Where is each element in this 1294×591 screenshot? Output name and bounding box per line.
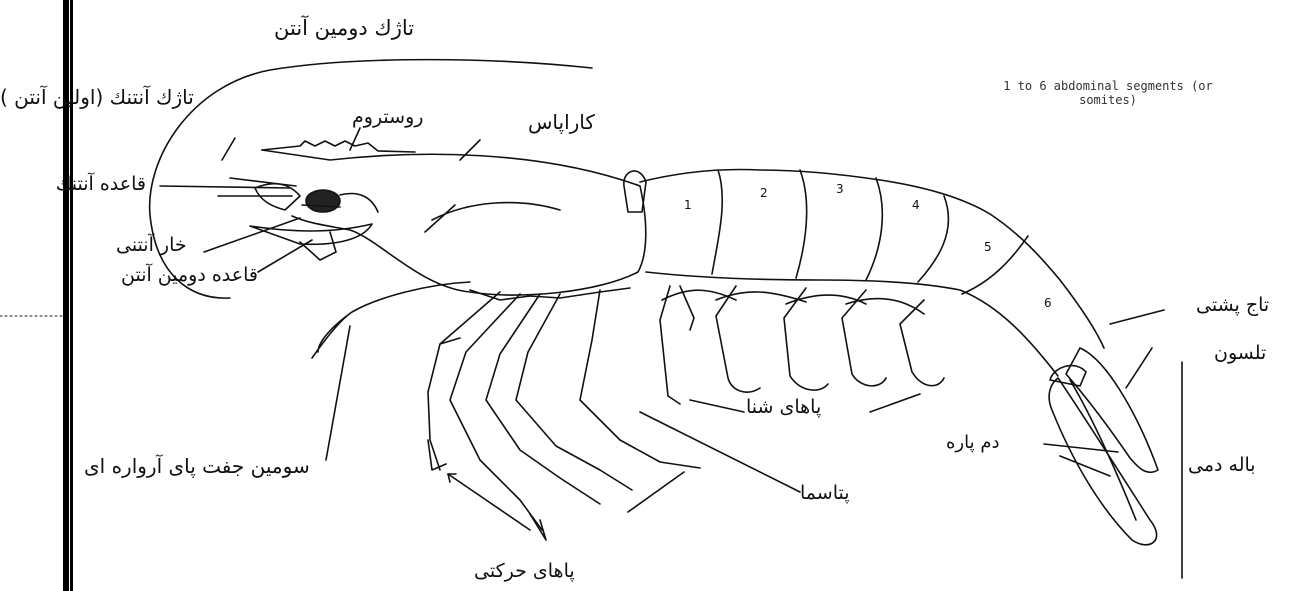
label-swimming-legs: پاهای شنا xyxy=(746,398,821,417)
segment-boundary-4 xyxy=(918,196,948,282)
pleopod-2 xyxy=(716,286,760,392)
label-third-maxilliped: سومین جفت پای آرواره ای xyxy=(84,456,310,476)
pleopod-3 xyxy=(784,288,828,390)
leader-uropod xyxy=(1044,444,1118,452)
second-antenna-base xyxy=(300,232,336,260)
label-antennule-flagellum: تاژك آنتنك (اولین آنتن ) xyxy=(0,87,284,107)
third-maxilliped xyxy=(312,282,470,358)
segment-boundary-1 xyxy=(712,170,722,274)
label-second-antenna-flagellum: تاژك دومین آنتن xyxy=(274,18,414,39)
junction-knob xyxy=(624,171,646,212)
segment-number-5: 5 xyxy=(984,240,992,254)
label-rostrum: روستروم xyxy=(352,108,423,127)
walking-leg-2 xyxy=(450,294,542,530)
carapace xyxy=(262,150,646,295)
leader-antennule-base xyxy=(160,186,290,188)
leader-dorsal-carina xyxy=(1110,310,1164,324)
label-dorsal-carina: تاج پشتی xyxy=(1196,296,1269,315)
label-carapace: كاراپاس xyxy=(528,112,595,132)
rostrum xyxy=(262,141,415,152)
label-walking-legs: پاهای حركتی xyxy=(474,562,575,581)
leader-telson xyxy=(1126,348,1152,388)
leader-antennal-spine xyxy=(204,218,300,252)
label-uropod: دم پاره xyxy=(946,434,1000,452)
segment-number-2: 2 xyxy=(760,186,768,200)
label-antennal-spine: خار آنتنی xyxy=(116,236,187,255)
segment-number-6: 6 xyxy=(1044,296,1052,310)
abdomen-ventral-outline xyxy=(646,272,1058,376)
pleopod-1 xyxy=(660,286,694,404)
carapace-groove xyxy=(425,203,560,232)
compound-eye xyxy=(306,190,340,212)
walking-leg-4 xyxy=(516,294,632,490)
label-antennule-base: قاعده آنتنك xyxy=(0,175,146,194)
leader-swimming-legs-a xyxy=(690,400,744,412)
label-telson: تلسون xyxy=(1214,344,1266,363)
leader-petasma xyxy=(640,412,800,492)
segment-boundary-5 xyxy=(962,236,1028,294)
segment-boundary-3 xyxy=(866,178,882,280)
leader-antennule-flagellum xyxy=(222,138,235,160)
pleopod-4 xyxy=(842,290,886,386)
walking-leg-5 xyxy=(580,290,700,468)
label-second-antenna-base: قاعده دومین آنتن xyxy=(0,266,258,285)
label-petasma: پتاسما xyxy=(800,484,850,503)
abdomen-dorsal-outline xyxy=(640,170,1104,349)
leader-third-maxilliped xyxy=(326,326,350,460)
leader-second-antenna-base xyxy=(258,240,312,272)
uropod-outer xyxy=(1049,378,1156,545)
leader-walking-legs-a xyxy=(448,474,530,530)
leader-walking-legs-b xyxy=(628,472,684,512)
pleopod-base-row xyxy=(662,290,924,314)
leader-uropod-b xyxy=(1060,456,1110,476)
leader-carapace xyxy=(460,140,480,160)
walking-leg-1 xyxy=(428,292,500,470)
leader-swimming-legs-b xyxy=(870,394,920,412)
segment-number-4: 4 xyxy=(912,198,920,212)
label-tail-fan: باله دمی xyxy=(1188,456,1256,475)
segment-number-1: 1 xyxy=(684,198,692,212)
segment-boundary-2 xyxy=(796,170,807,278)
segment-number-3: 3 xyxy=(836,182,844,196)
label-abdominal-segments: 1 to 6 abdominal segments (or somites) xyxy=(996,80,1220,108)
